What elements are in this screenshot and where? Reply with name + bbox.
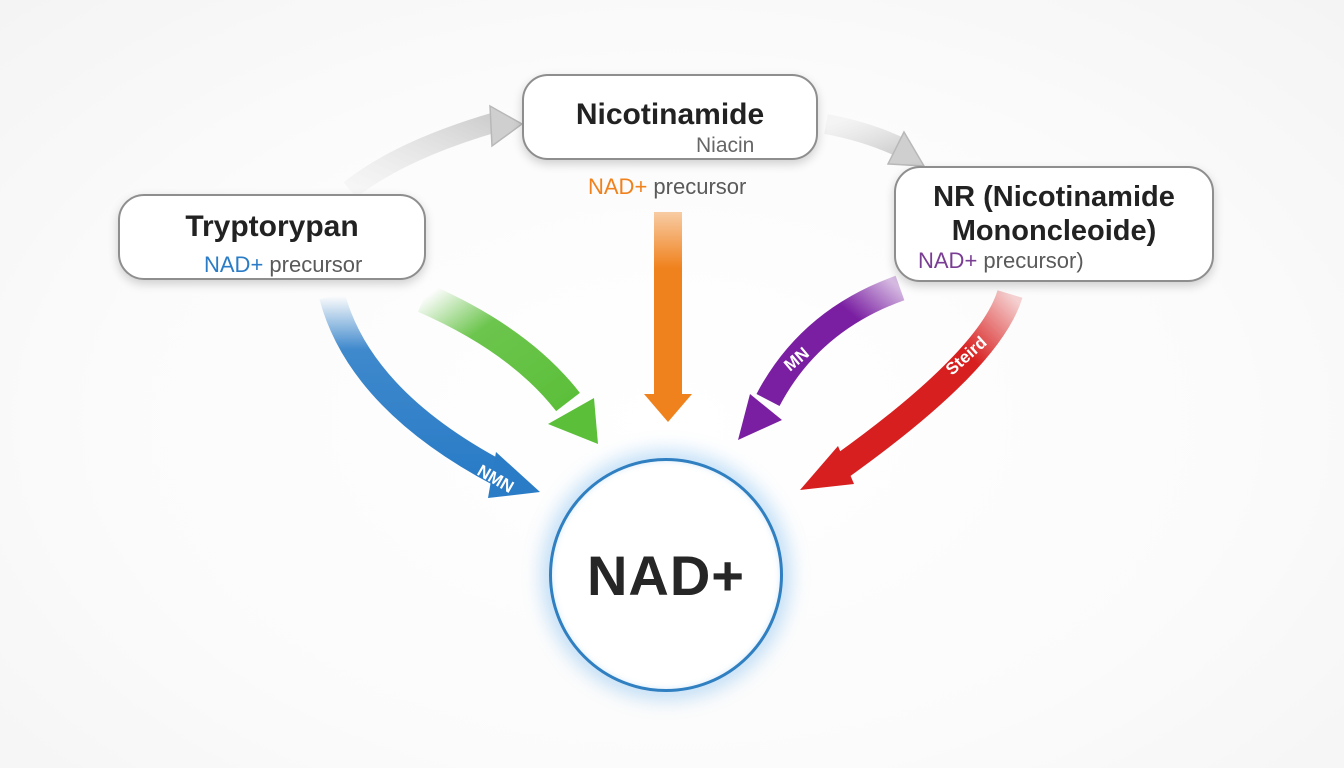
precursor-accent: NAD+ — [918, 248, 978, 273]
arrowhead-purple — [738, 394, 782, 440]
nr-precursor-note: NAD+ precursor) — [918, 248, 1084, 274]
node-title-line-2: Mononcleoide) — [951, 215, 1157, 247]
node-title: Nicotinamide — [575, 98, 765, 131]
precursor-text: precursor — [647, 174, 747, 199]
nad-center-label: NAD+ — [586, 543, 746, 607]
arrow-red-steird — [834, 289, 1023, 477]
node-nicotinamide: Nicotinamide Niacin — [522, 74, 818, 160]
arrowhead-blue — [488, 452, 540, 498]
precursor-text: precursor — [263, 252, 363, 277]
node-title: Tryptorypan — [185, 210, 359, 243]
node-tryptophan: Tryptorypan NAD+ precursor — [118, 194, 426, 280]
arrow-blue-nmn — [319, 292, 507, 486]
arrow-nicotinamide-to-nr — [824, 114, 911, 159]
arrowhead-tryptophan-to-nicotinamide — [489, 104, 524, 148]
precursor-text: precursor) — [977, 248, 1084, 273]
arrow-tryptophan-to-nicotinamide — [343, 112, 499, 198]
node-nr: NR (Nicotinamide Mononcleoide) NAD+ prec… — [894, 166, 1214, 282]
arrowhead-red — [800, 446, 854, 490]
node-subtitle: Niacin — [696, 134, 755, 157]
node-title: NR (Nicotinamide Mononcleoide) — [896, 180, 1212, 248]
nicotinamide-precursor-note: NAD+ precursor — [588, 174, 746, 200]
precursor-accent: NAD+ — [204, 252, 264, 277]
arrow-green — [417, 284, 580, 412]
precursor-accent: NAD+ — [588, 174, 648, 199]
tryptophan-precursor-note: NAD+ precursor — [204, 252, 362, 278]
arrowhead-nicotinamide-to-nr — [886, 130, 926, 167]
arrowhead-orange — [644, 394, 692, 422]
arrowhead-green — [548, 398, 598, 444]
arrow-purple-mn — [756, 275, 905, 407]
node-title-line-1: NR (Nicotinamide — [933, 181, 1175, 213]
nad-center-node: NAD+ — [549, 458, 783, 692]
arrow-orange — [654, 212, 682, 398]
